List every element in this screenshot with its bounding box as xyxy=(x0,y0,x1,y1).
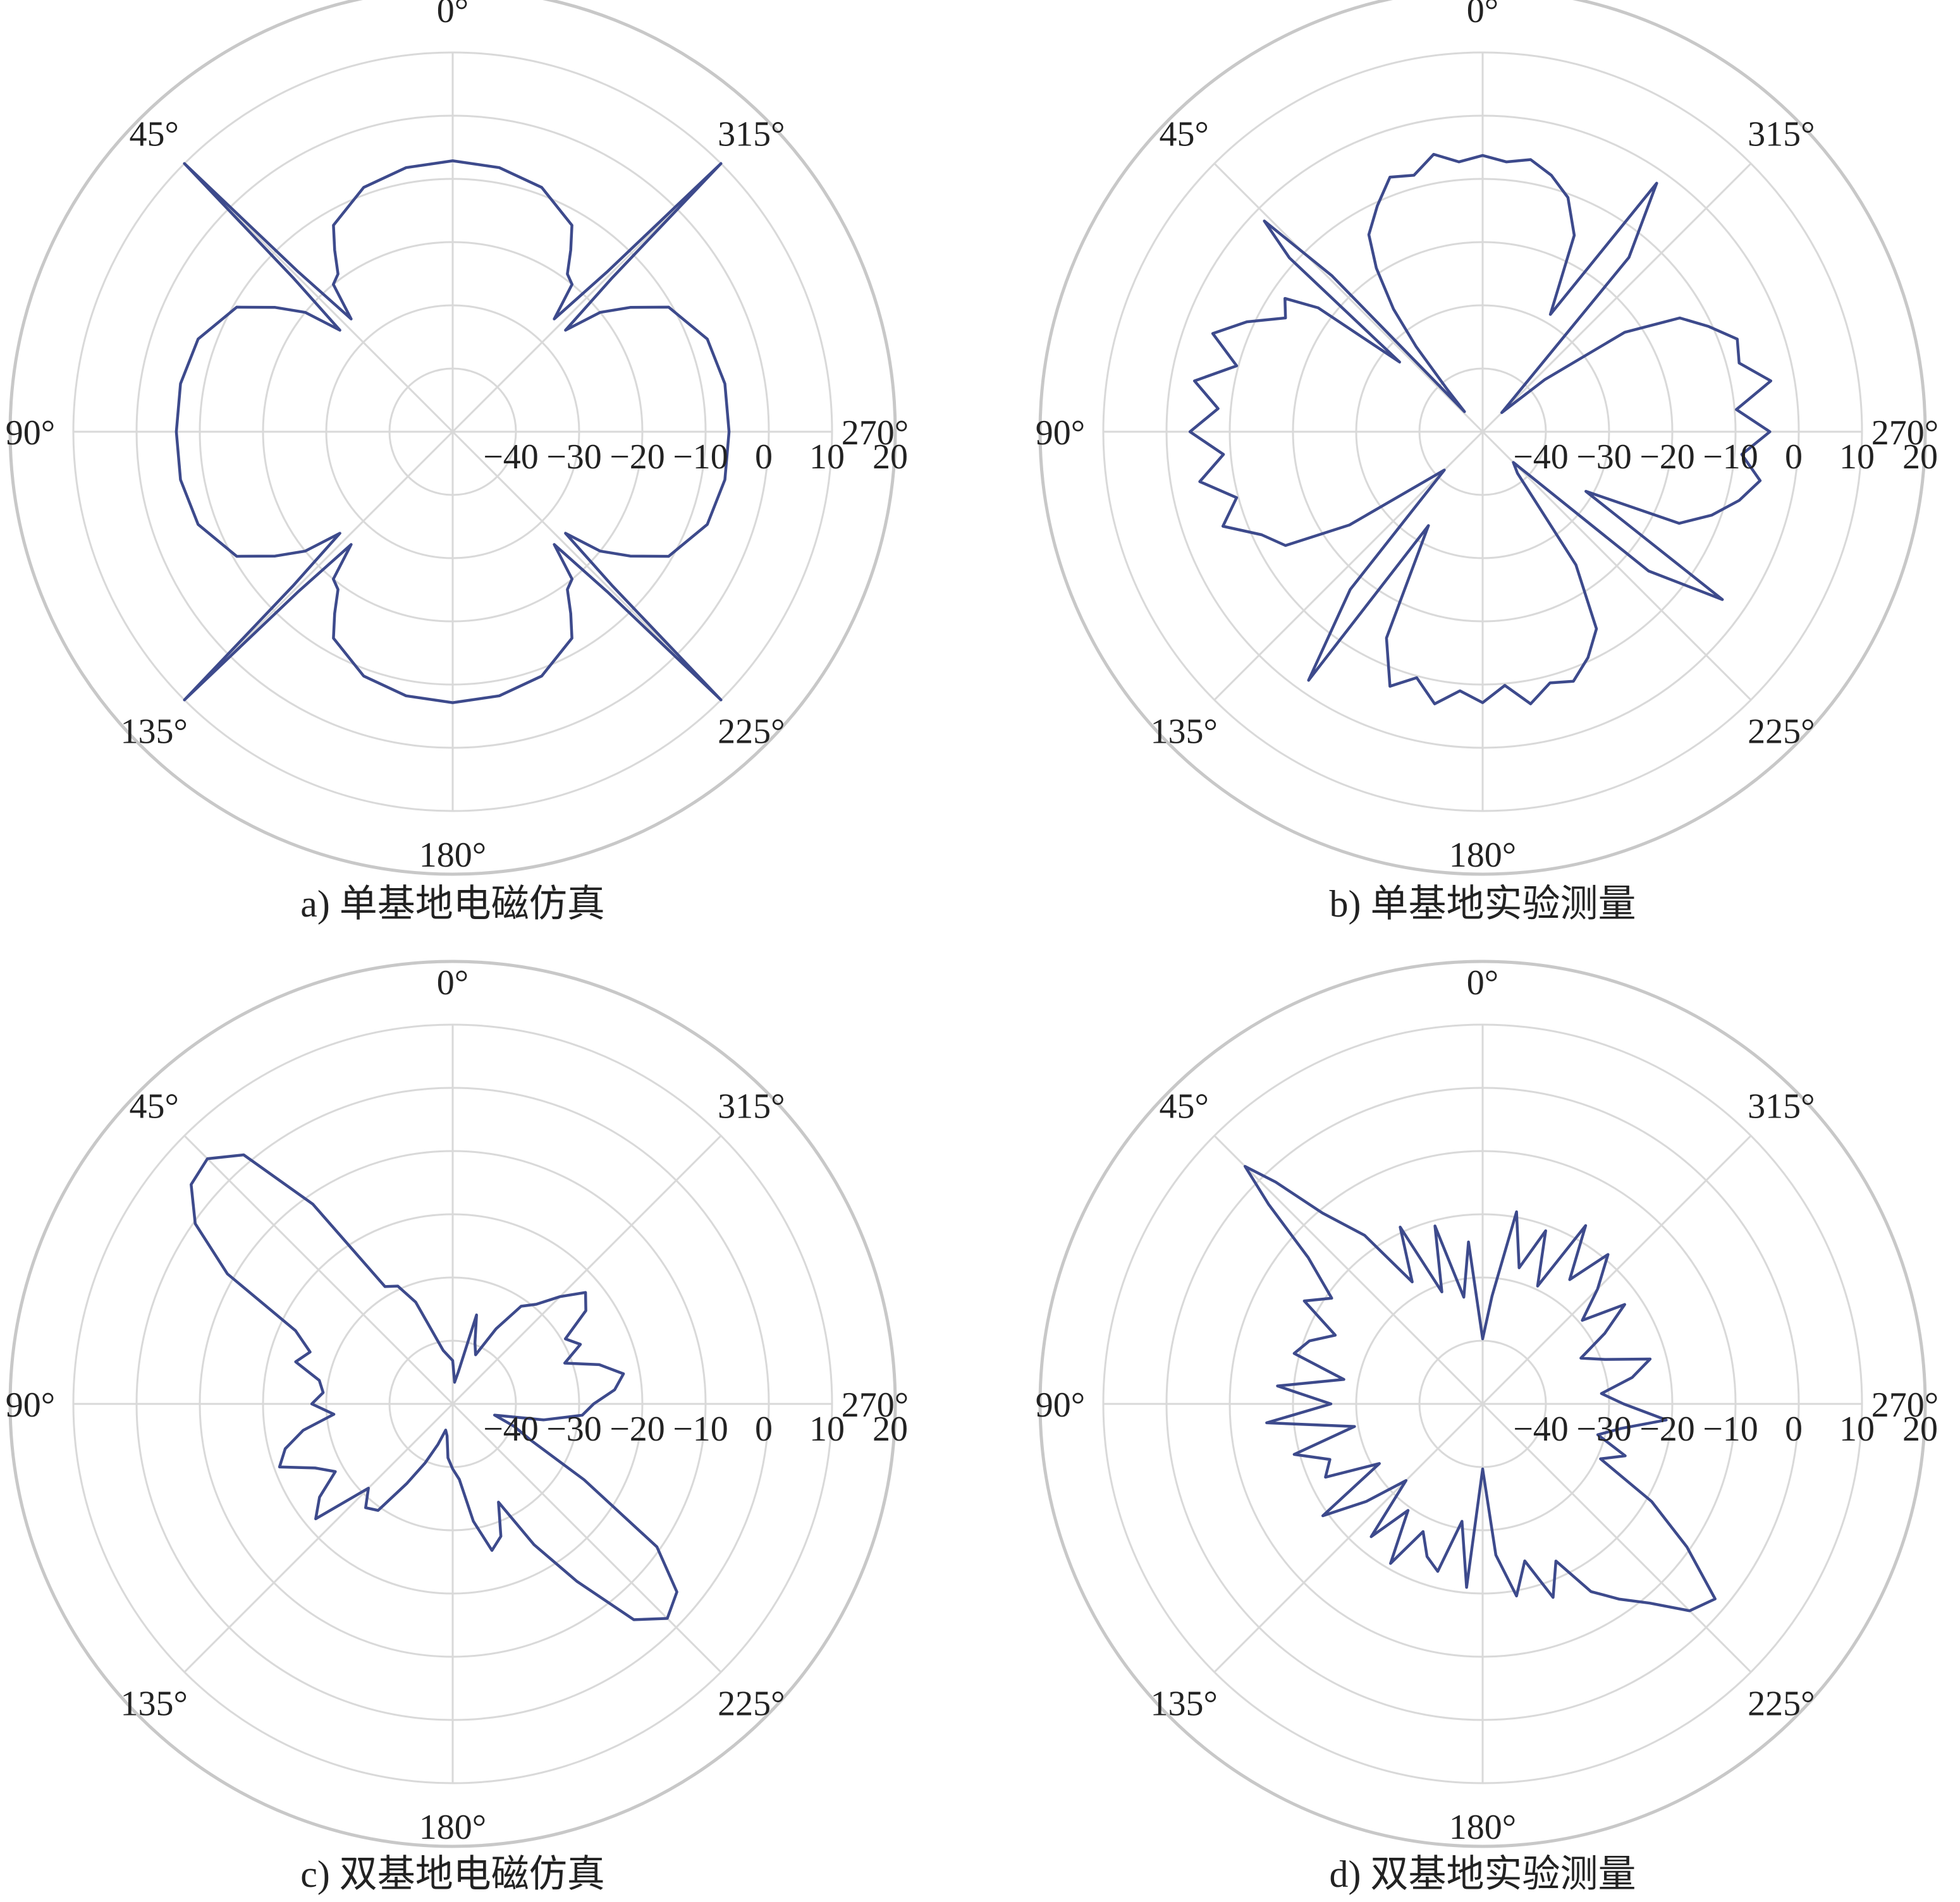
outer-ring xyxy=(1038,960,1927,1848)
grid-spoke xyxy=(1481,1403,1752,1673)
radial-tick-label: −30 xyxy=(1576,437,1632,477)
grid-spoke xyxy=(451,430,722,701)
angle-label: 45° xyxy=(129,115,178,154)
angle-label: 315° xyxy=(1748,115,1815,154)
angle-label: 270° xyxy=(1871,1386,1939,1425)
radial-tick-label: −20 xyxy=(609,437,665,477)
grid-spoke xyxy=(1481,162,1752,433)
grid-spoke xyxy=(183,162,454,433)
angle-label: 45° xyxy=(1159,1087,1208,1126)
radial-tick-label: −10 xyxy=(1703,437,1758,477)
angle-label: 315° xyxy=(718,115,785,154)
angle-label: 180° xyxy=(1449,1808,1516,1847)
radial-tick-label: 0 xyxy=(755,1410,773,1449)
grid-spoke xyxy=(1213,1135,1484,1405)
grid-spoke xyxy=(451,1403,722,1673)
grid-spoke xyxy=(1213,162,1484,433)
radial-tick-label: −10 xyxy=(673,1410,728,1449)
radial-tick-label: 20 xyxy=(1902,1410,1938,1449)
radial-tick-label: −40 xyxy=(1513,437,1569,477)
rcs-trace xyxy=(1188,152,1773,705)
grid-spoke xyxy=(451,162,722,433)
radial-tick-label: −30 xyxy=(1576,1410,1632,1449)
chart-caption: a) 单基地电磁仿真 xyxy=(300,883,605,925)
rcs-trace xyxy=(1243,1164,1717,1612)
rcs-trace xyxy=(175,159,731,704)
radial-tick-label: −30 xyxy=(546,1410,602,1449)
radial-tick-label: −40 xyxy=(483,1410,539,1449)
radial-tick-label: 20 xyxy=(873,1410,908,1449)
radial-tick-label: 0 xyxy=(755,437,773,477)
outer-ring xyxy=(8,960,897,1848)
angle-label: 180° xyxy=(419,836,486,875)
polar-chart-2: −40−30−20−10 0 10 20 0° 45° 90° 135° 180° 225° 270… xyxy=(1036,0,1939,925)
grid-spoke xyxy=(183,1403,454,1673)
outer-ring xyxy=(1038,0,1927,876)
rcs-trace xyxy=(190,1153,678,1621)
angle-label: 90° xyxy=(1036,1386,1085,1425)
grid-spoke xyxy=(183,430,454,701)
grid-spoke xyxy=(1481,1135,1752,1405)
radial-tick-label: 10 xyxy=(809,1410,845,1449)
angle-label: 270° xyxy=(842,1386,909,1425)
angle-label: 135° xyxy=(120,1684,187,1723)
angle-label: 135° xyxy=(1150,712,1217,751)
polar-chart-1: −40−30−20−10 0 10 20 0° 45° 90° 135° 180° 225° 270… xyxy=(6,0,909,925)
radial-tick-label: 10 xyxy=(1839,437,1875,477)
angle-label: 225° xyxy=(718,712,785,751)
radial-tick-label: −10 xyxy=(1703,1410,1758,1449)
angle-label: 0° xyxy=(437,963,469,1003)
angle-label: 90° xyxy=(1036,413,1085,453)
polar-chart-3: −40−30−20−10 0 10 20 0° 45° 90° 135° 180° 225° 270… xyxy=(6,960,909,1895)
chart-caption: c) 双基地电磁仿真 xyxy=(300,1853,605,1895)
angle-label: 180° xyxy=(1449,836,1516,875)
angle-label: 0° xyxy=(1467,963,1498,1003)
radial-tick-label: 10 xyxy=(1839,1410,1875,1449)
angle-label: 90° xyxy=(6,1386,55,1425)
angle-label: 225° xyxy=(1748,712,1815,751)
angle-label: 0° xyxy=(1467,0,1498,30)
radial-tick-label: −20 xyxy=(609,1410,665,1449)
radial-tick-label: 0 xyxy=(1785,1410,1803,1449)
angle-label: 180° xyxy=(419,1808,486,1847)
grid-spoke xyxy=(183,1135,454,1405)
grid-spoke xyxy=(1213,1403,1484,1673)
angle-label: 270° xyxy=(842,413,909,453)
angle-label: 0° xyxy=(437,0,469,30)
angle-label: 45° xyxy=(129,1087,178,1126)
grid-spoke xyxy=(1481,430,1752,701)
radial-tick-label: 10 xyxy=(809,437,845,477)
angle-label: 225° xyxy=(1748,1684,1815,1723)
radial-tick-label: −40 xyxy=(1513,1410,1569,1449)
angle-label: 135° xyxy=(120,712,187,751)
radial-tick-label: 20 xyxy=(873,437,908,477)
outer-ring xyxy=(8,0,897,876)
radial-tick-label: −30 xyxy=(546,437,602,477)
radial-tick-label: 20 xyxy=(1902,437,1938,477)
angle-label: 135° xyxy=(1150,1684,1217,1723)
radial-tick-label: −20 xyxy=(1639,437,1695,477)
angle-label: 45° xyxy=(1159,115,1208,154)
radial-tick-label: 0 xyxy=(1785,437,1803,477)
polar-chart-4: −40−30−20−10 0 10 20 0° 45° 90° 135° 180° 225° 270… xyxy=(1036,960,1939,1895)
angle-label: 315° xyxy=(1748,1087,1815,1126)
chart-caption: b) 单基地实验测量 xyxy=(1330,883,1636,925)
grid-spoke xyxy=(451,1135,722,1405)
radial-tick-label: −20 xyxy=(1639,1410,1695,1449)
radial-tick-label: −10 xyxy=(673,437,728,477)
chart-caption: d) 双基地实验测量 xyxy=(1330,1853,1636,1895)
radial-tick-label: −40 xyxy=(483,437,539,477)
angle-label: 90° xyxy=(6,413,55,453)
angle-label: 225° xyxy=(718,1684,785,1723)
angle-label: 315° xyxy=(718,1087,785,1126)
angle-label: 270° xyxy=(1871,413,1939,453)
